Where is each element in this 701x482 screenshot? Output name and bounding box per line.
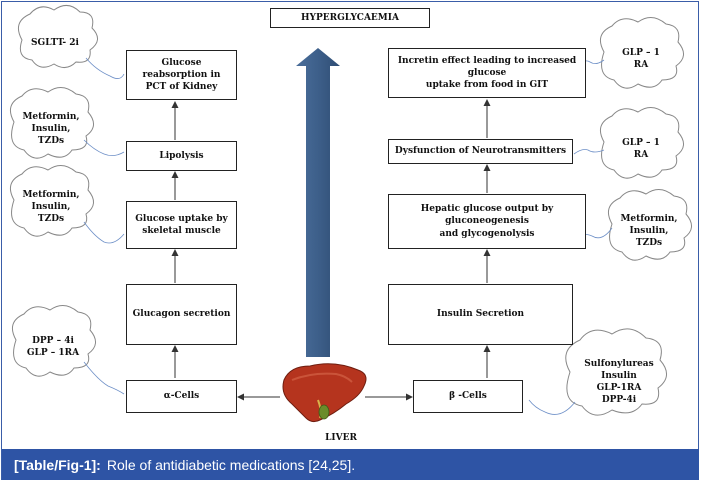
hyperglycaemia-title: HYPERGLYCAEMIA <box>270 8 430 28</box>
connector-sulfonylureas <box>528 399 576 415</box>
box-glucagon-secretion: Glucagon secretion <box>126 284 237 345</box>
connector-metformin-2 <box>83 221 125 244</box>
liver-illustration <box>282 363 367 423</box>
drug-label-glp1ra-2: GLP – 1 RA <box>622 137 660 160</box>
drug-cloud-sulfonylureas <box>565 328 667 416</box>
figure-caption: [Table/Fig-1]: Role of antidiabetic medi… <box>2 449 699 480</box>
box-glucose-uptake-muscle: Glucose uptake by skeletal muscle <box>126 201 237 249</box>
hyperglycaemia-arrow <box>296 48 340 357</box>
box-lipolysis: Lipolysis <box>126 141 237 171</box>
drug-label-metformin-3: Metformin, Insulin, TZDs <box>620 213 678 249</box>
drug-cloud-dpp4i <box>11 305 96 377</box>
drug-label-dpp4i: DPP – 4i GLP – 1RA <box>26 335 80 358</box>
drug-cloud-metformin-1 <box>9 87 94 159</box>
drug-cloud-metformin-3 <box>607 189 692 261</box>
box-beta-cells: β -Cells <box>413 380 523 413</box>
drug-label-sglt2i: SGLTT- 2i <box>31 37 79 48</box>
box-alpha-cells: α-Cells <box>126 380 237 413</box>
connector-sglt2i <box>85 57 125 79</box>
connector-metformin-1 <box>83 139 125 156</box>
caption-label: [Table/Fig-1]: <box>14 456 101 473</box>
box-glucose-reabsorption: Glucose reabsorption in PCT of Kidney <box>126 50 237 100</box>
drug-label-sulfonylureas: Sulfonylureas Insulin GLP-1RA DPP-4i <box>584 358 654 406</box>
box-incretin-effect: Incretin effect leading to increased glu… <box>388 48 586 98</box>
drug-cloud-sglt2i <box>17 5 98 68</box>
box-neurotransmitter-dysfunction: Dysfunction of Neurotransmitters <box>388 139 573 164</box>
box-insulin-secretion: Insulin Secretion <box>388 284 573 345</box>
drug-label-glp1ra-1: GLP – 1 RA <box>622 47 660 70</box>
drug-label-metformin-2: Metformin, Insulin, TZDs <box>22 189 80 225</box>
drug-cloud-metformin-2 <box>9 165 94 237</box>
box-hepatic-glucose-output: Hepatic glucose output by gluconeogenesi… <box>388 194 586 249</box>
drug-cloud-glp1ra-1 <box>599 17 684 89</box>
connector-glp1ra-2 <box>573 149 605 155</box>
liver-label: LIVER <box>325 433 357 443</box>
drug-cloud-glp1ra-2 <box>599 107 684 179</box>
connector-dpp4i <box>83 361 125 395</box>
drug-label-metformin-1: Metformin, Insulin, TZDs <box>22 111 80 147</box>
caption-text: Role of antidiabetic medications [24,25]… <box>106 456 356 473</box>
